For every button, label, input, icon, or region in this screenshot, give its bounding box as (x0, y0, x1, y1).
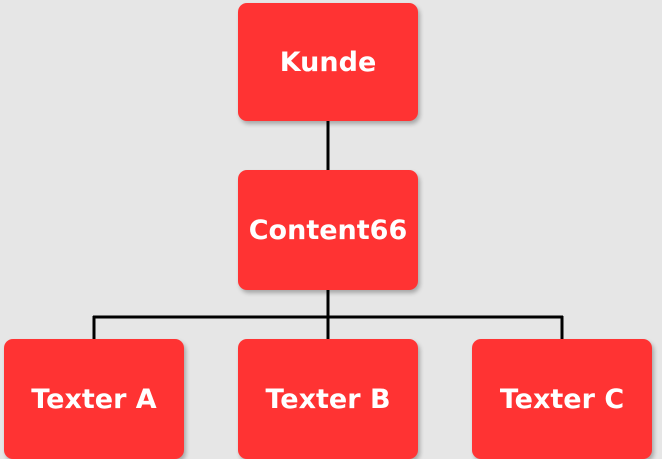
node-texter-a: Texter A (4, 339, 184, 459)
node-kunde-label: Kunde (279, 46, 377, 78)
node-texter-b-label: Texter B (265, 383, 391, 415)
node-texter-b: Texter B (238, 339, 418, 459)
node-content66: Content66 (238, 170, 418, 290)
node-texter-c-label: Texter C (499, 383, 625, 415)
node-texter-a-label: Texter A (31, 383, 157, 415)
node-texter-c: Texter C (472, 339, 652, 459)
node-content66-label: Content66 (248, 214, 408, 246)
node-kunde: Kunde (238, 3, 418, 121)
